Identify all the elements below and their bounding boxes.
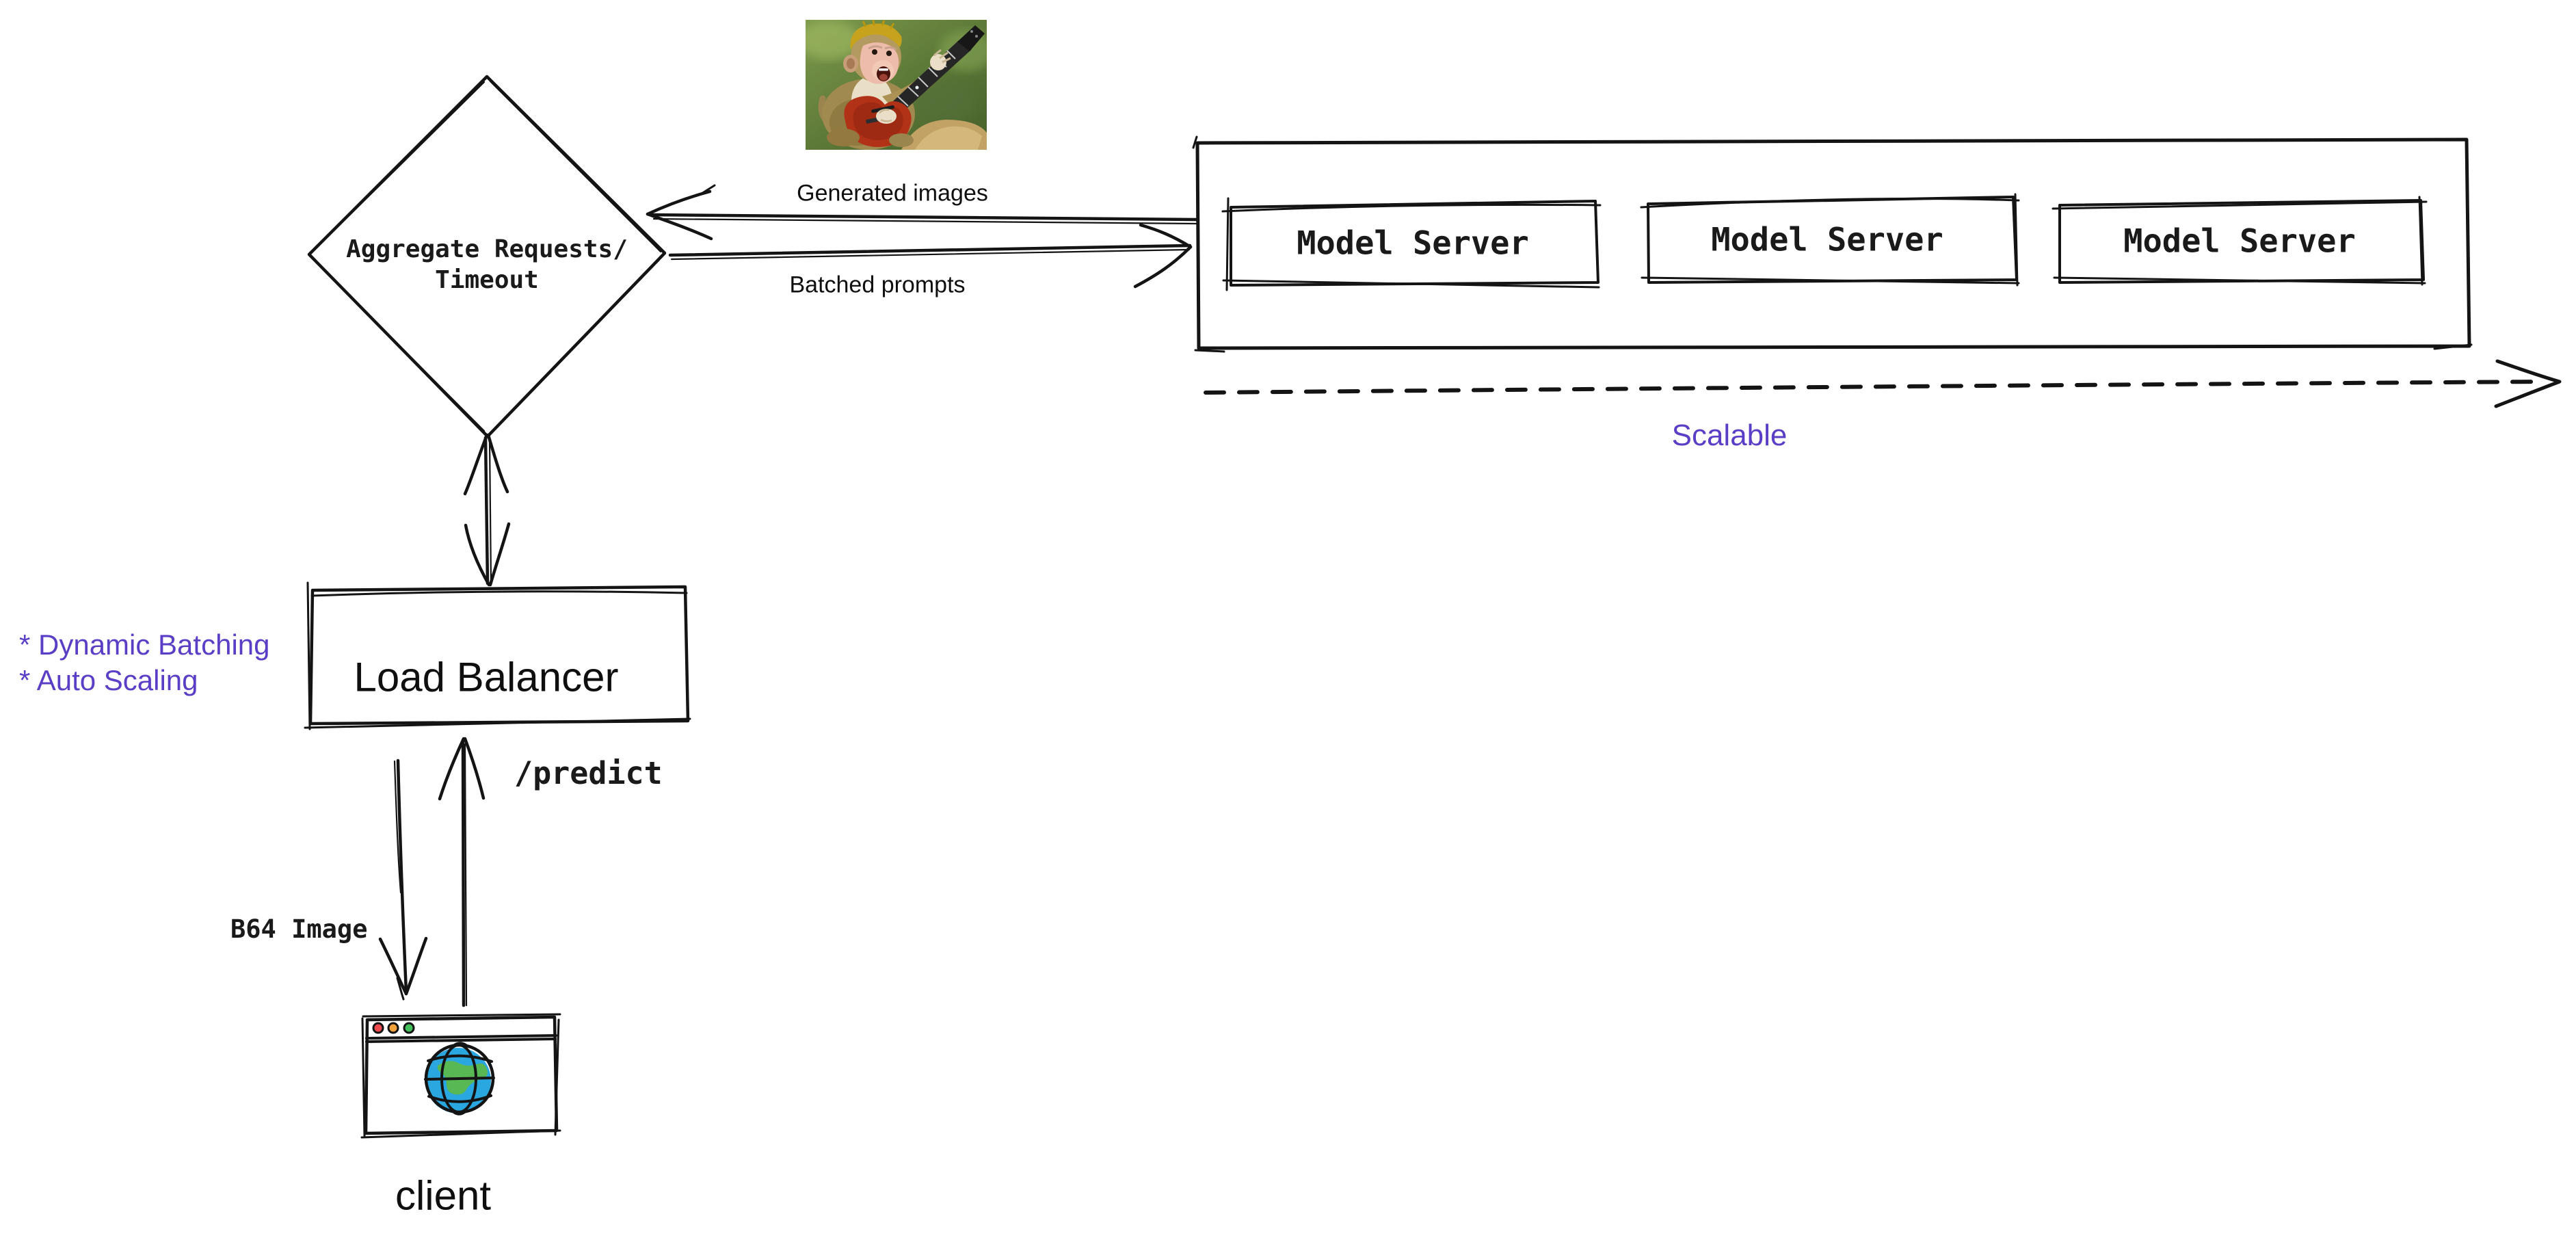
aggregate-diamond-label: Aggregate Requests/ Timeout	[346, 235, 628, 294]
diamond-loadbalancer-arrow	[463, 433, 511, 587]
model-server-1-label: Model Server	[1297, 224, 1529, 263]
load-balancer-label: Load Balancer	[354, 654, 619, 700]
model-server-box-1	[1221, 197, 1602, 291]
batched-prompts-arrow	[668, 223, 1193, 289]
window-dot-red	[372, 1022, 384, 1034]
model-server-3-label: Model Server	[2123, 222, 2356, 261]
load-balancer-note-dynamic-batching: * Dynamic Batching	[19, 629, 270, 661]
batched-prompts-label: Batched prompts	[789, 272, 966, 298]
client-browser-window	[360, 1013, 561, 1139]
b64-image-label: B64 Image	[230, 914, 368, 944]
predict-request-arrow	[438, 737, 486, 1007]
window-dot-orange	[387, 1022, 399, 1034]
generated-images-label: Generated images	[797, 180, 988, 207]
scalable-label: Scalable	[1671, 419, 1788, 452]
client-label: client	[395, 1172, 492, 1219]
model-server-2-label: Model Server	[1711, 221, 1943, 259]
b64-response-arrow	[378, 758, 428, 1001]
monkey-guitar-image	[806, 20, 987, 150]
load-balancer-note-auto-scaling: * Auto Scaling	[19, 664, 198, 696]
window-control-dots	[372, 1022, 415, 1034]
model-server-box-2	[1640, 193, 2020, 287]
model-server-box-3	[2051, 196, 2428, 286]
servers-container-box	[1192, 135, 2473, 353]
generated-images-arrow	[646, 184, 1199, 241]
scalable-arrow	[1204, 359, 2562, 408]
load-balancer-box	[304, 581, 691, 730]
predict-endpoint-label: /predict	[514, 755, 663, 791]
window-dot-green	[403, 1022, 415, 1034]
globe-icon	[424, 1042, 495, 1116]
